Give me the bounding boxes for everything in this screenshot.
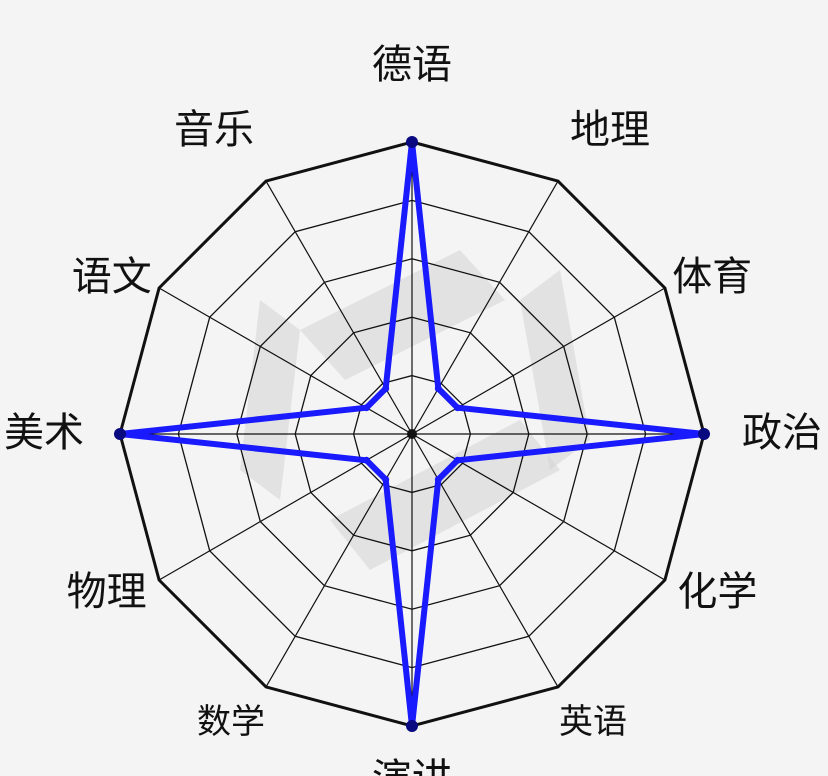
axis-label-政治: 政治 [742, 410, 822, 456]
series-point-音乐 [382, 385, 390, 392]
radar-series [114, 136, 710, 732]
spoke-物理 [158, 433, 413, 581]
series-point-英语 [434, 476, 442, 483]
axis-label-美术: 美术 [4, 410, 84, 456]
watermark [240, 250, 590, 570]
series-point-体育 [454, 404, 461, 412]
series-point-化学 [454, 456, 461, 464]
axis-label-音乐: 音乐 [174, 107, 254, 153]
spoke-英语 [411, 433, 559, 688]
axis-label-数学: 数学 [197, 702, 265, 742]
axis-label-德语: 德语 [372, 42, 452, 88]
series-point-德语 [406, 136, 418, 148]
spoke-音乐 [265, 180, 413, 435]
axis-label-演讲: 演讲 [372, 756, 452, 776]
series-point-语文 [363, 404, 370, 412]
series-point-物理 [363, 456, 370, 464]
watermark-band-3 [240, 300, 300, 500]
center-point [407, 429, 417, 439]
spoke-化学 [411, 433, 666, 581]
axis-label-体育: 体育 [672, 254, 752, 300]
watermark-band-2 [330, 420, 560, 570]
watermark-band-1 [300, 250, 505, 380]
series-point-政治 [698, 428, 710, 440]
spoke-语文 [158, 287, 413, 435]
spoke-体育 [411, 287, 666, 435]
series-point-地理 [434, 385, 442, 392]
series-point-美术 [114, 428, 126, 440]
axis-label-英语: 英语 [559, 702, 627, 742]
axis-label-语文: 语文 [72, 254, 152, 300]
series-point-数学 [382, 476, 390, 483]
radar-spokes [120, 142, 704, 726]
axis-label-物理: 物理 [67, 569, 147, 615]
axis-label-地理: 地理 [570, 107, 650, 153]
spoke-数学 [265, 433, 413, 688]
series-point-演讲 [406, 720, 418, 732]
spoke-地理 [411, 180, 559, 435]
axis-labels: 德语地理体育政治化学英语演讲 数学 物理 美术 语文 音乐 [4, 42, 822, 776]
axis-label-化学: 化学 [677, 569, 757, 615]
